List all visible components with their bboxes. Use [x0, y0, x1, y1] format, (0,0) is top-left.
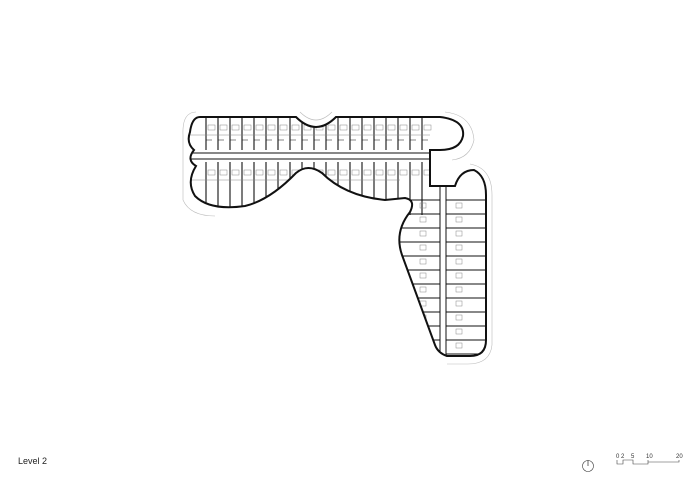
- furniture: [327, 124, 336, 131]
- scale-tick-0: 0: [616, 454, 620, 460]
- furniture: [387, 124, 396, 131]
- level-label: Level 2: [18, 456, 48, 466]
- north-arrow-icon: [582, 460, 594, 472]
- furniture: [419, 286, 427, 293]
- furniture: [231, 169, 240, 176]
- furniture: [419, 244, 427, 251]
- furniture: [327, 169, 336, 176]
- furniture: [411, 169, 420, 176]
- furniture: [279, 169, 288, 176]
- scale-bar: 0 2 5 10 20: [582, 454, 683, 472]
- scale-tick-5: 5: [631, 454, 635, 460]
- furniture: [455, 286, 463, 293]
- furniture: [387, 169, 396, 176]
- furniture: [455, 314, 463, 321]
- furniture: [455, 258, 463, 265]
- furniture: [291, 124, 300, 131]
- interior-walls: [190, 117, 486, 362]
- furniture: [351, 169, 360, 176]
- furniture: [279, 124, 288, 131]
- exterior-wall: [187, 116, 487, 357]
- furniture: [419, 342, 427, 349]
- furniture: [243, 169, 252, 176]
- furniture: [423, 124, 432, 131]
- furniture: [363, 124, 372, 131]
- furniture: [375, 169, 384, 176]
- furniture: [419, 272, 427, 279]
- furniture: [455, 342, 463, 349]
- scale-bar-line: [616, 459, 680, 465]
- furniture: [363, 169, 372, 176]
- furniture: [420, 357, 426, 362]
- furniture: [419, 230, 427, 237]
- furniture: [419, 328, 427, 335]
- landscape-contours: [182, 111, 493, 365]
- furniture: [267, 124, 276, 131]
- furniture: [419, 216, 427, 223]
- furniture: [456, 357, 462, 362]
- furniture: [339, 169, 348, 176]
- scale-tick-20: 20: [676, 454, 683, 460]
- scale-tick-10: 10: [646, 454, 653, 460]
- furniture: [339, 124, 348, 131]
- furniture: [455, 230, 463, 237]
- furniture: [455, 328, 463, 335]
- furniture: [243, 124, 252, 131]
- furniture: [351, 124, 360, 131]
- furniture: [231, 124, 240, 131]
- furniture: [399, 124, 408, 131]
- furniture: [419, 202, 427, 209]
- furniture: [219, 169, 228, 176]
- furniture: [419, 258, 427, 265]
- furniture: [219, 124, 228, 131]
- furniture: [207, 169, 216, 176]
- furniture: [411, 124, 420, 131]
- scale-tick-2: 2: [621, 454, 625, 460]
- furniture: [207, 124, 216, 131]
- furniture: [375, 124, 384, 131]
- furniture: [455, 272, 463, 279]
- furniture: [455, 216, 463, 223]
- furniture: [255, 124, 264, 131]
- furniture: [455, 202, 463, 209]
- furniture: [399, 169, 408, 176]
- furniture: [255, 169, 264, 176]
- furniture: [303, 169, 312, 176]
- furniture: [455, 300, 463, 307]
- furniture: [455, 244, 463, 251]
- furniture: [267, 169, 276, 176]
